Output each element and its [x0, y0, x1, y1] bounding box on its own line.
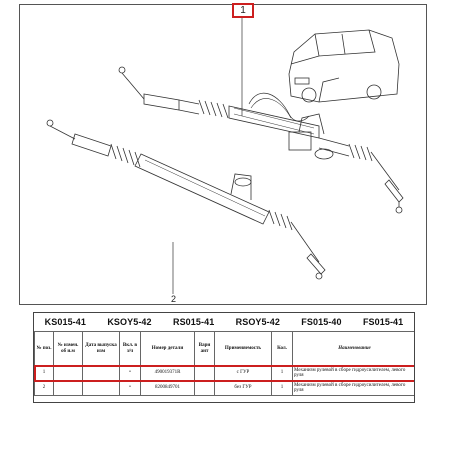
- parts-table-block: KS015-41 KSOY5-42 RS015-41 RSOY5-42 FS01…: [33, 312, 415, 403]
- cell-part-no: 490019371R: [140, 365, 195, 381]
- header-changed: № измен. об и.м: [53, 331, 83, 366]
- header-variant: Вари ант: [194, 331, 215, 366]
- cell-qty-flag: •: [119, 380, 141, 396]
- header-applicability: Применяемость: [214, 331, 272, 366]
- header-name: Наименование: [292, 331, 414, 366]
- header-qty-flag: Вкл. в з/ч: [119, 331, 141, 366]
- car-drawing: [288, 29, 400, 103]
- model-code: RSOY5-42: [235, 317, 280, 327]
- steering-rack-drawing: [19, 4, 427, 305]
- model-code: FS015-41: [362, 317, 404, 327]
- cell-applicability: без ГУР: [214, 380, 272, 396]
- cell-count: 1: [271, 380, 293, 396]
- model-code: KSOY5-42: [107, 317, 152, 327]
- cell-changed: [53, 365, 83, 381]
- lower-rack-assembly: [46, 119, 326, 280]
- model-code: FS015-40: [301, 317, 342, 327]
- table-header-row: № поз. № измен. об и.м Дата выпуска изм …: [34, 331, 414, 366]
- table-row-highlighted[interactable]: 1 • 490019371R с ГУР 1 Механизм рулевой …: [34, 364, 414, 382]
- upper-rack-assembly: [118, 66, 404, 214]
- cell-pos: 2: [34, 380, 54, 396]
- cell-date: [82, 365, 120, 381]
- callout-1: 1: [232, 3, 254, 18]
- cell-applicability: с ГУР: [214, 365, 272, 381]
- cell-pos: 1: [34, 365, 54, 381]
- cell-variant: [194, 365, 215, 381]
- model-code: KS015-41: [44, 317, 86, 327]
- cell-name: Механизм рулевой в сборе гидроусилителем…: [292, 365, 414, 381]
- header-count: Кол.: [271, 331, 293, 366]
- table-row[interactable]: 2 • 8200849701 без ГУР 1 Механизм рулево…: [34, 380, 414, 396]
- model-codes: KS015-41 KSOY5-42 RS015-41 RSOY5-42 FS01…: [34, 313, 414, 331]
- technical-drawing: [19, 4, 427, 305]
- header-pos: № поз.: [34, 331, 54, 366]
- cell-changed: [53, 380, 83, 396]
- model-code: RS015-41: [172, 317, 215, 327]
- callout-2: 2: [171, 294, 177, 304]
- cell-date: [82, 380, 120, 396]
- header-part-no: Номер детали: [140, 331, 195, 366]
- header-date: Дата выпуска изм: [82, 331, 120, 366]
- parts-table: № поз. № измен. об и.м Дата выпуска изм …: [34, 331, 414, 396]
- cell-part-no: 8200849701: [140, 380, 195, 396]
- cell-qty-flag: •: [119, 365, 141, 381]
- cell-count: 1: [271, 365, 293, 381]
- cell-name: Механизм рулевой в сборе гидроусилителем…: [292, 380, 414, 396]
- cell-variant: [194, 380, 215, 396]
